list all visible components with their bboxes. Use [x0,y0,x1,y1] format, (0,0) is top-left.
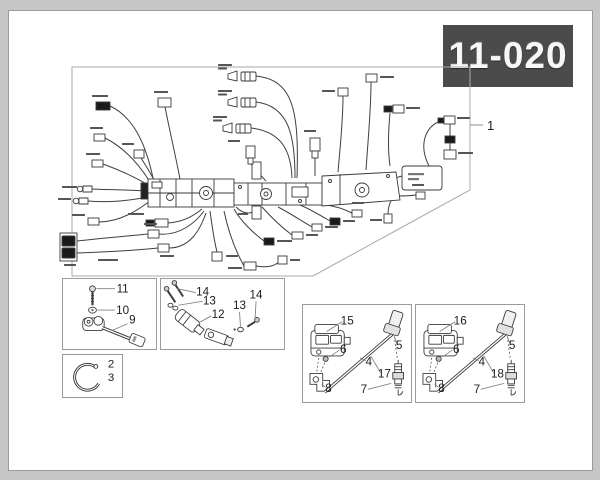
wire-bundle [76,75,451,268]
harness-body [140,161,443,220]
callout-4: 4 [365,356,372,369]
inset-box-coil-front: 15 6 4 17 8 7 5 [302,304,412,403]
wiring-harness-diagram: 1 [58,64,494,277]
plate-code: 11-020 [448,35,568,76]
coil-kit-art [308,307,407,397]
micro-labels [58,64,473,269]
inset-box-bracket-sensor: 14 13 12 13 14 [160,278,285,350]
callout-6: 6 [340,343,347,356]
callout-12: 12 [212,308,225,321]
bracket-parts-art [163,280,260,347]
callout-1: 1 [487,118,494,133]
callout-10: 10 [116,304,129,317]
callout-14-right: 14 [250,288,263,301]
inset-box-coil-rear: 16 6 4 18 8 7 5 [415,304,525,403]
callout-16: 16 [454,315,468,328]
callout-7: 7 [361,383,368,396]
callout-5: 5 [396,339,403,352]
callout-3: 3 [108,372,114,384]
coil-kit-art [421,307,520,397]
callout-13-left: 13 [203,294,216,307]
inset-box-ring-clip: 2 3 [62,354,123,398]
connectors [59,70,457,271]
callout-2: 2 [108,358,114,370]
callout-8: 8 [325,382,332,395]
plate-code-box: 11-020 [443,25,573,87]
sensor-parts-art [82,285,146,348]
callout-17: 17 [378,368,391,381]
callout-8: 8 [438,382,445,395]
callout-7: 7 [474,383,481,396]
ring-clip-art [73,362,100,392]
callout-14-left: 14 [196,286,209,299]
callout-9: 9 [129,314,135,327]
callout-13-right: 13 [233,299,246,312]
callout-6: 6 [453,343,460,356]
callout-15: 15 [341,315,355,328]
callout-5: 5 [509,339,516,352]
callout-18: 18 [491,368,505,381]
inset-box-harness-sensor: 11 10 9 [62,278,157,350]
callout-11: 11 [117,283,129,296]
callout-4: 4 [478,356,485,369]
